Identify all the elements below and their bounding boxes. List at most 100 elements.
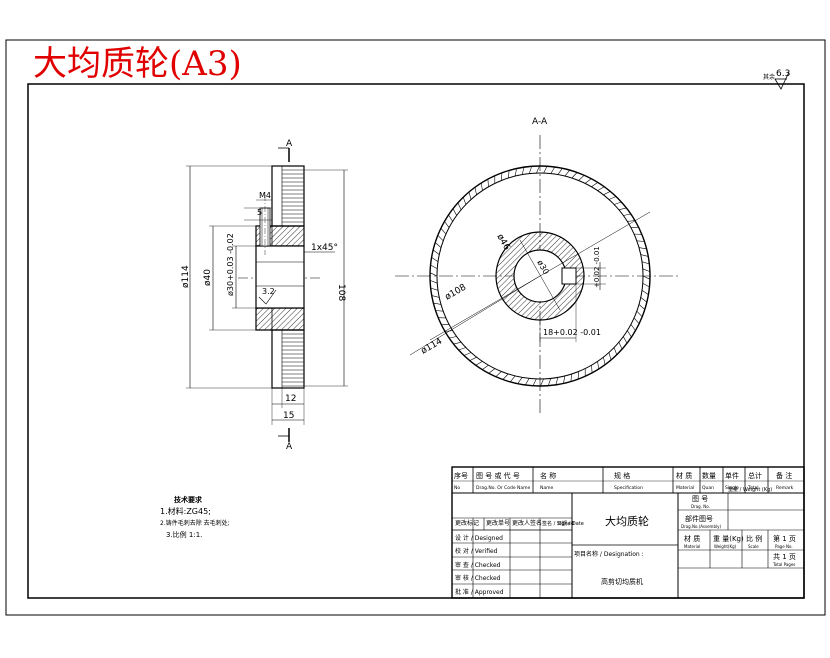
ring-tooth xyxy=(579,175,585,180)
column-header-en: Remark xyxy=(776,485,794,491)
ring-tooth xyxy=(449,215,453,222)
sign-checked-2: 审 核 / Checked xyxy=(455,574,501,582)
ring-tooth xyxy=(433,250,439,255)
column-header-en: Name xyxy=(540,485,554,491)
ring-tooth xyxy=(438,235,443,241)
column-header-cn: 材 质 xyxy=(676,471,692,480)
ring-tooth xyxy=(518,377,522,383)
notes-heading: 技术要求 xyxy=(174,495,203,504)
ring-tooth xyxy=(551,167,555,174)
ring-tooth xyxy=(445,222,450,228)
ring-tooth xyxy=(643,276,650,279)
ring-tooth xyxy=(572,173,577,179)
section-view: A A ø114 xyxy=(181,139,348,452)
ring-tooth xyxy=(563,376,565,384)
ring-tooth xyxy=(609,197,616,200)
ring-tooth xyxy=(522,167,524,175)
ring-tooth xyxy=(639,304,645,309)
material-label: 材 质 xyxy=(684,534,700,543)
dim-thread: M4 xyxy=(259,191,271,200)
weight-en-2: Weight(Kg) xyxy=(714,544,737,549)
ring-tooth xyxy=(441,228,446,234)
weight-label: 重量 / Weight (Kg) xyxy=(728,486,772,493)
revision-signer: 更改人签名 xyxy=(512,519,542,527)
dim-key-width: 18+0.02 -0.01 xyxy=(543,328,601,337)
drawing-no-en: Drag. No. xyxy=(691,504,710,509)
drawing-no-label: 图 号 xyxy=(692,495,708,503)
ring-tooth xyxy=(431,265,438,269)
column-header-en: No xyxy=(454,485,460,491)
ring-tooth xyxy=(449,337,457,339)
column-header-cn: 图 号 或 代 号 xyxy=(476,471,520,480)
ring-tooth xyxy=(556,377,558,385)
ring-tooth xyxy=(432,257,438,261)
dim-width-12: 12 xyxy=(285,394,296,404)
column-header-cn: 名 称 xyxy=(540,471,556,480)
total-en: Total Pages xyxy=(772,562,795,567)
ring-tooth xyxy=(469,192,471,199)
ring-tooth xyxy=(458,203,461,210)
ring-tooth xyxy=(623,214,631,216)
drawing-title: 大均质轮(A3) xyxy=(33,44,242,84)
column-header-en: Drag.No. Or Code Name xyxy=(476,485,531,491)
ring-tooth xyxy=(488,179,489,187)
project-label: 项目名称 / Designation : xyxy=(574,550,644,558)
dim-thread-depth: 5 xyxy=(257,208,262,217)
ring-tooth xyxy=(464,353,471,356)
ring-tooth xyxy=(571,374,572,382)
ring-tooth xyxy=(642,262,649,264)
column-header-cn: 规 格 xyxy=(614,471,630,480)
scale-en: Scale xyxy=(748,544,759,549)
sign-approved: 批 准 / Approved xyxy=(455,588,504,596)
roughness-symbol: 其余 6.3 xyxy=(763,69,790,89)
roughness-prefix: 其余 xyxy=(763,73,775,81)
section-marker-bottom: A xyxy=(286,442,293,452)
revision-mark: 更改标记 xyxy=(455,519,479,527)
ring-tooth xyxy=(489,369,495,374)
column-header-cn: 序号 xyxy=(454,471,468,480)
front-view-label: A-A xyxy=(532,117,548,127)
assembly-en: Drag.No.(Assembly) xyxy=(681,524,721,529)
ring-tooth xyxy=(503,374,508,380)
ring-tooth xyxy=(508,170,509,178)
column-header-cn: 数量 xyxy=(702,471,716,480)
ring-tooth xyxy=(614,348,617,355)
ring-tooth xyxy=(637,241,645,242)
ring-tooth xyxy=(643,283,650,287)
dim-dia-114: ø114 xyxy=(420,336,445,356)
column-header-cn: 备 注 xyxy=(776,471,792,480)
material-en: Material xyxy=(684,544,700,549)
note-item-2: 2.铸件毛刺去除 去毛刺处; xyxy=(160,519,230,527)
scale-label: 比 例 xyxy=(746,534,762,543)
ring-tooth xyxy=(619,342,622,349)
column-header-cn: 总计 xyxy=(748,471,762,480)
dim-width-15: 15 xyxy=(283,411,294,421)
column-header-cn: 单件 xyxy=(725,471,739,480)
ring-tooth xyxy=(436,311,444,312)
column-header-en: Specification xyxy=(614,485,643,491)
ring-tooth xyxy=(510,376,515,382)
ring-tooth xyxy=(496,372,502,377)
revision-date: 日期 / Date xyxy=(557,521,584,527)
dim-hub-length: 108 xyxy=(336,284,346,301)
ring-tooth xyxy=(598,187,605,191)
dim-hub-dia: ø40 xyxy=(203,269,213,286)
sign-checked-1: 审 查 / Checked xyxy=(455,561,501,569)
ring-tooth xyxy=(515,169,517,177)
sign-verified: 校 对 / Verified xyxy=(455,547,498,555)
ring-tooth xyxy=(541,379,544,386)
ring-tooth xyxy=(627,331,631,338)
ring-tooth xyxy=(431,288,438,290)
ring-tooth xyxy=(536,166,539,173)
sheet-en: Page No. xyxy=(775,544,793,549)
dim-outer-dia: ø114 xyxy=(181,265,191,288)
ring-tooth xyxy=(476,361,483,365)
ring-tooth xyxy=(631,324,636,330)
ring-tooth xyxy=(623,337,627,344)
dim-chamfer: 1x45° xyxy=(311,243,338,253)
note-item-3: 3.比例 1:1. xyxy=(166,530,202,539)
ring-tooth xyxy=(641,255,649,257)
assembly-label: 部件图号 xyxy=(685,514,713,523)
ring-tooth xyxy=(454,342,461,344)
